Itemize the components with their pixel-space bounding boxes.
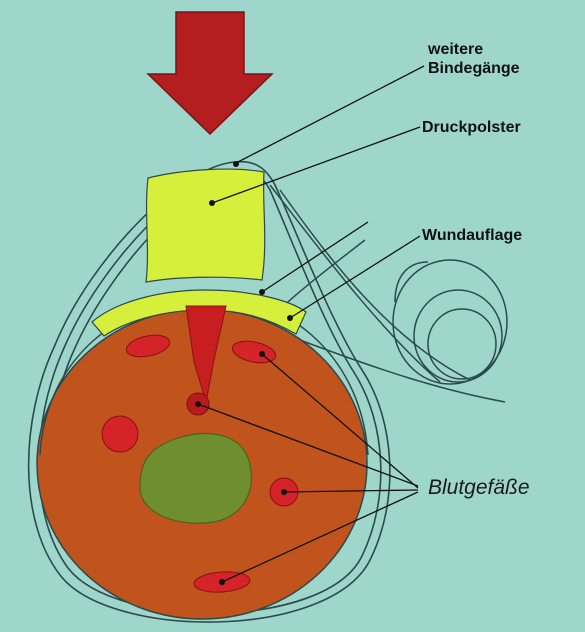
leader-dot — [233, 161, 239, 167]
leader-weitere-2 — [262, 222, 368, 292]
bandage-roll — [393, 260, 507, 384]
leader-dot — [281, 489, 287, 495]
leader-dot — [209, 200, 215, 206]
label-weitere: weitere — [428, 40, 520, 59]
blood-vessel — [102, 416, 138, 452]
leader-dot — [195, 401, 201, 407]
leader-dot — [259, 351, 265, 357]
label-druckpolster: Druckpolster — [422, 118, 521, 137]
leader-dot — [219, 579, 225, 585]
bandage-roll-mid — [414, 290, 502, 382]
down-arrow-icon — [148, 12, 272, 134]
bandage-roll-inner — [428, 309, 496, 379]
label-blutgefaesse: Blutgefäße — [428, 478, 530, 497]
label-weitere-bindegaenge: weitere Bindegänge — [428, 40, 520, 78]
leader-dot — [287, 315, 293, 321]
leader-dot — [259, 289, 265, 295]
pressure-pad — [146, 169, 265, 282]
bandage-roll-outer — [393, 260, 507, 384]
label-wundauflage: Wundauflage — [422, 226, 522, 245]
leader-druckpolster — [212, 127, 420, 203]
label-bindegaenge: Bindegänge — [428, 59, 520, 78]
